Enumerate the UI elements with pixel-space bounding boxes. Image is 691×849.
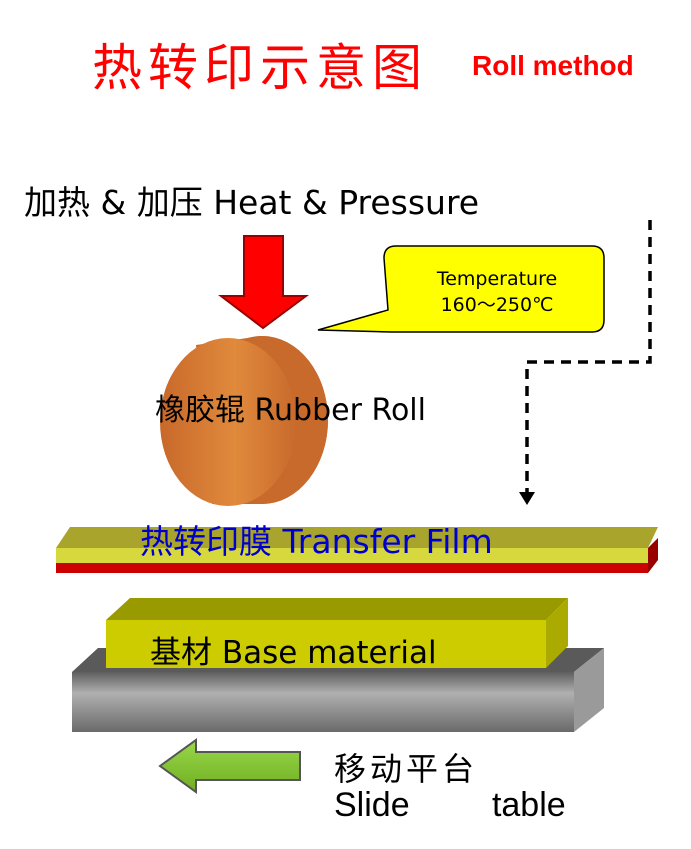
temperature-callout — [317, 245, 605, 333]
slide-table-label-english: Slide table — [334, 786, 566, 824]
callout-line-temperature: Temperature — [436, 268, 558, 290]
base-material-label: 基材 Base material — [150, 635, 437, 671]
heat-pressure-label: 加热 & 加压 Heat & Pressure — [24, 183, 480, 222]
film-feed-dashed-arrow — [519, 220, 652, 505]
transfer-film-label: 热转印膜 Transfer Film — [140, 522, 493, 561]
transfer-film — [56, 527, 658, 573]
rubber-roll — [160, 336, 328, 506]
temperature-callout-text: Temperature 160～250℃ — [388, 266, 606, 318]
slide-table-label-chinese: 移动平台 — [334, 750, 479, 788]
slide-direction-arrow-icon — [158, 738, 301, 794]
rubber-roll-label: 橡胶辊 Rubber Roll — [155, 393, 426, 428]
callout-line-range: 160～250℃ — [440, 294, 554, 316]
title-english: Roll method — [472, 50, 634, 81]
pressure-arrow-icon — [218, 235, 310, 330]
title-chinese: 热转印示意图 — [92, 39, 428, 97]
base-material-block — [106, 598, 568, 668]
